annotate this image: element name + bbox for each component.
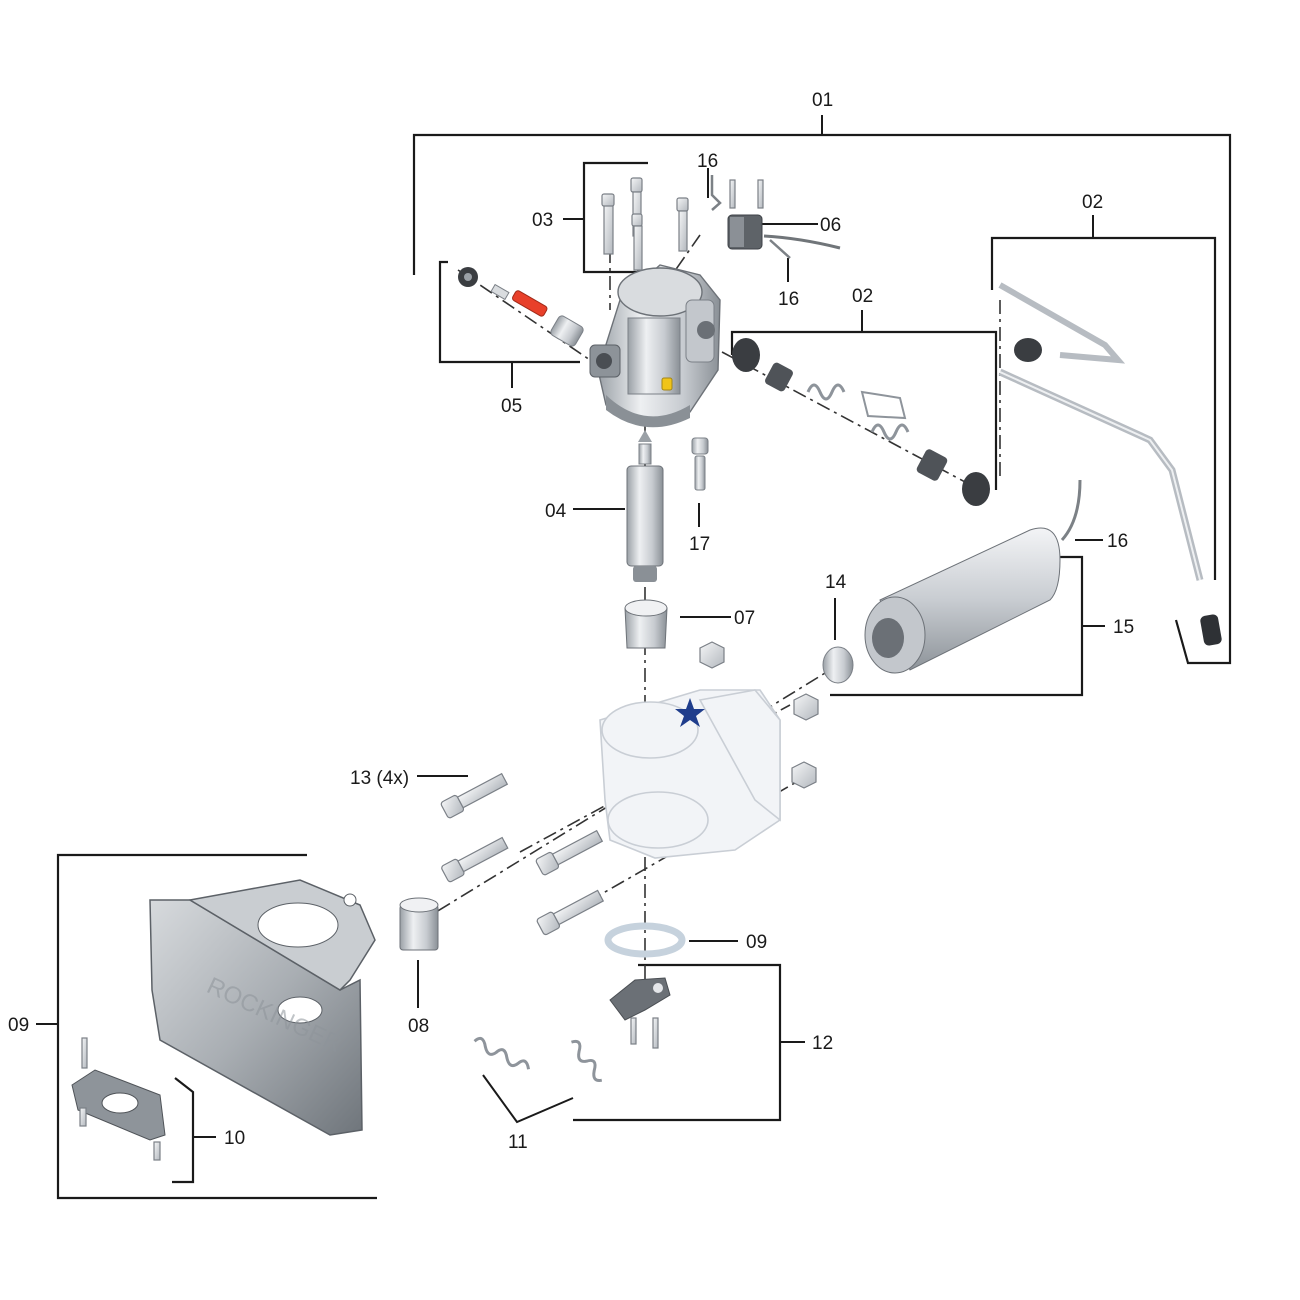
bracket-09-left xyxy=(36,853,377,1200)
callout-14: 14 xyxy=(825,572,847,593)
king-pin-04 xyxy=(626,430,664,582)
callout-05: 05 xyxy=(501,396,522,417)
nuts xyxy=(699,641,819,789)
bracket-01 xyxy=(412,115,1232,665)
handle-02 xyxy=(998,282,1222,646)
washer-09 xyxy=(604,922,686,958)
callout-16-mid: 16 xyxy=(778,289,799,310)
bracket-05 xyxy=(438,260,580,388)
damper-15 xyxy=(864,479,1082,674)
callout-02-mid: 02 xyxy=(852,286,873,307)
spring-assembly-02 xyxy=(732,338,990,506)
callout-13: 13 (4x) xyxy=(350,768,409,789)
star-icon xyxy=(675,698,705,727)
callout-15: 15 xyxy=(1113,617,1134,638)
callout-12: 12 xyxy=(812,1033,833,1054)
callout-06: 06 xyxy=(820,215,841,236)
callout-17: 17 xyxy=(689,534,710,555)
callout-01: 01 xyxy=(812,90,833,111)
mounting-block-ghost xyxy=(599,689,781,859)
callout-16-top: 16 xyxy=(697,151,718,172)
callout-09-right: 09 xyxy=(746,932,767,953)
cap-14 xyxy=(822,646,854,684)
pin-17 xyxy=(691,437,709,491)
coupling-head-housing xyxy=(589,264,721,428)
sleeve-08 xyxy=(399,897,439,951)
callout-07: 07 xyxy=(734,608,755,629)
leaders-misc xyxy=(417,168,1103,1124)
callout-09-left: 09 xyxy=(8,1015,29,1036)
bracket-plate-10 xyxy=(71,1037,166,1161)
callout-02-top: 02 xyxy=(1082,192,1103,213)
bolts-03 xyxy=(601,177,689,271)
wire-16-top xyxy=(710,175,722,211)
bracket-10 xyxy=(172,1077,216,1184)
bracket-02-top xyxy=(990,215,1217,580)
bracket-15 xyxy=(830,555,1105,697)
grease-nipple xyxy=(661,377,673,391)
callout-03: 03 xyxy=(532,210,553,231)
callout-04: 04 xyxy=(545,501,567,522)
cover-plate-09 xyxy=(149,879,376,1136)
lever-12 xyxy=(609,977,671,1049)
bushing-07 xyxy=(624,599,668,649)
bracket-03 xyxy=(563,161,648,274)
springs-11 xyxy=(473,1036,603,1082)
callout-16-right: 16 xyxy=(1107,531,1128,552)
bracket-12 xyxy=(573,963,805,1122)
callout-11: 11 xyxy=(508,1132,528,1153)
bracket-02-mid xyxy=(730,310,998,490)
callout-08: 08 xyxy=(408,1016,429,1037)
sensor-06 xyxy=(727,179,841,250)
locking-pin-05 xyxy=(458,267,584,347)
bolts-13 xyxy=(440,772,605,936)
wire-16-mid xyxy=(769,239,791,259)
callout-10: 10 xyxy=(224,1128,245,1149)
